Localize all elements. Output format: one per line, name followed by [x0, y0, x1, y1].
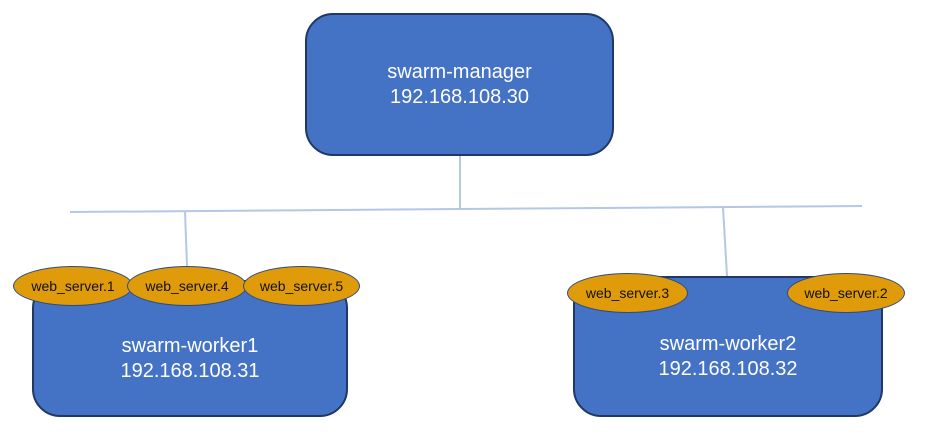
worker1-link [184, 210, 188, 267]
swarm-manager-node: swarm-manager 192.168.108.30 [305, 13, 614, 156]
worker1-name: swarm-worker1 [121, 334, 259, 357]
service-web-server-5: web_server.5 [243, 266, 360, 306]
service-web-server-1: web_server.1 [13, 266, 133, 306]
worker2-link [722, 206, 728, 277]
service-web-server-4: web_server.4 [127, 266, 247, 306]
service-web-server-3: web_server.3 [567, 273, 688, 313]
worker1-ip: 192.168.108.31 [120, 359, 260, 382]
manager-name: swarm-manager [387, 60, 532, 83]
worker2-name: swarm-worker2 [659, 332, 797, 355]
worker2-ip: 192.168.108.32 [658, 357, 798, 380]
network-bus [69, 205, 863, 213]
manager-ip: 192.168.108.30 [389, 85, 530, 108]
service-web-server-2: web_server.2 [787, 273, 905, 313]
